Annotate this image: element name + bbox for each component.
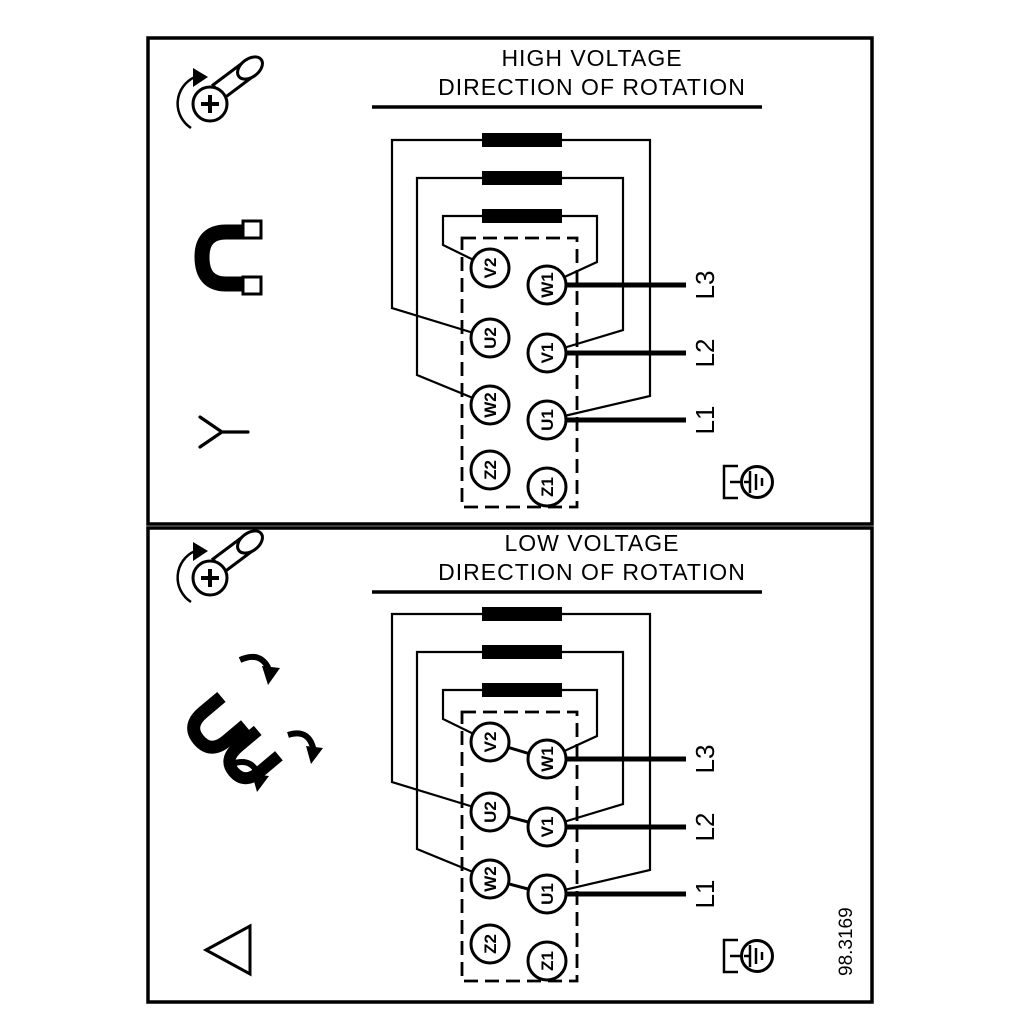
terminal-z1-label: Z1: [538, 951, 557, 971]
terminal-v2-label: V2: [481, 732, 500, 753]
wire-loop: [546, 688, 599, 760]
terminal-z2-label: Z2: [481, 460, 500, 480]
terminal-u2: [469, 791, 511, 833]
supply-line-label-l2: L2: [690, 813, 720, 842]
screw-rotation-icon: [175, 524, 269, 604]
terminal-z1-label: Z1: [538, 477, 557, 497]
panel-border: [146, 36, 874, 526]
terminal-v2-label: V2: [481, 258, 500, 279]
terminal-v1-label: V1: [538, 343, 557, 364]
terminal-w1-label: W1: [538, 746, 557, 772]
wire-loop: [415, 176, 491, 407]
terminal-block-outline: [460, 710, 579, 983]
move-arrowhead: [252, 774, 269, 792]
wiring-low: [390, 612, 686, 897]
ground-terminal-icon: [722, 938, 774, 974]
jumper-bar: [482, 133, 562, 147]
terminal-block-high: V2 U2 W2 Z2 W1 V1 U1 Z1: [469, 247, 568, 508]
jumper-bar: [482, 607, 562, 621]
ground-terminal-icon: [722, 464, 774, 500]
terminal-u2-label: U2: [481, 327, 500, 349]
jumper-link-foot: [241, 275, 263, 296]
panel-title: LOW VOLTAGE: [504, 530, 679, 556]
wire-loop: [415, 650, 491, 881]
star-connection-icon: [198, 415, 250, 449]
panel-title: HIGH VOLTAGE: [501, 45, 682, 71]
terminal-w2-label: W2: [481, 392, 500, 418]
jumper-link-foot: [241, 219, 263, 240]
jumper-bar: [482, 209, 562, 223]
move-arrowhead: [306, 746, 323, 764]
wire-loop: [546, 138, 652, 422]
wire-loop: [546, 214, 599, 286]
jumper-link-body: [187, 691, 250, 754]
terminal-u1: [526, 873, 568, 915]
wire-loop: [441, 214, 491, 269]
terminal-z2: [469, 449, 511, 491]
terminal-z2-label: Z2: [481, 934, 500, 954]
terminal-w1-label: W1: [538, 272, 557, 298]
terminal-v1: [526, 806, 568, 848]
terminal-w1: [526, 738, 568, 780]
panel-low-voltage: LOW VOLTAGE DIRECTION OF ROTATION: [146, 524, 874, 1004]
terminal-u2-label: U2: [481, 801, 500, 823]
terminal-v1-label: V1: [538, 817, 557, 838]
wire-loop: [546, 176, 625, 355]
wire-loop: [390, 612, 491, 814]
terminal-z2: [469, 923, 511, 965]
terminal-u1-label: U1: [538, 409, 557, 431]
terminal-w2: [469, 858, 511, 900]
terminal-u2: [469, 317, 511, 359]
panel-subtitle: DIRECTION OF ROTATION: [438, 74, 746, 100]
supply-line-label-l1: L1: [690, 406, 720, 435]
terminal-v2: [469, 247, 511, 289]
terminal-u1-label: U1: [538, 883, 557, 905]
terminal-v1: [526, 332, 568, 374]
wire-loop: [546, 650, 625, 829]
wire-loop: [546, 612, 652, 896]
terminal-z1: [526, 466, 568, 508]
screw-rotation-icon: [175, 50, 269, 130]
terminal-v2: [469, 721, 511, 763]
terminal-u1: [526, 399, 568, 441]
delta-connection-icon: [202, 923, 252, 977]
terminal-w2: [469, 384, 511, 426]
jumper-link-body: [194, 224, 255, 292]
supply-line-label-l3: L3: [690, 271, 720, 300]
jumper-bar: [482, 683, 562, 697]
supply-line-label-l3: L3: [690, 745, 720, 774]
terminal-w2-label: W2: [481, 866, 500, 892]
figure-number: 98.3169: [836, 907, 857, 976]
supply-line-label-l2: L2: [690, 339, 720, 368]
jumper-bar: [482, 645, 562, 659]
terminal-z1: [526, 940, 568, 982]
panel-border: [146, 526, 874, 1004]
jumper-link-icon: [194, 219, 263, 296]
terminal-block-outline: [460, 236, 579, 509]
wire-loop: [390, 138, 491, 340]
move-arrowhead: [262, 666, 280, 685]
wire-loop: [441, 688, 491, 743]
panel-subtitle: DIRECTION OF ROTATION: [438, 559, 746, 585]
jumper-links-placement-icon: [187, 654, 323, 792]
panel-high-voltage: HIGH VOLTAGE DIRECTION OF ROTATION: [146, 36, 874, 526]
terminal-w1: [526, 264, 568, 306]
wiring-high: [390, 138, 686, 423]
jumper-bar: [482, 171, 562, 185]
supply-line-label-l1: L1: [690, 880, 720, 909]
terminal-block-low: V2 U2 W2 Z2 W1 V1 U1 Z1: [469, 721, 568, 982]
